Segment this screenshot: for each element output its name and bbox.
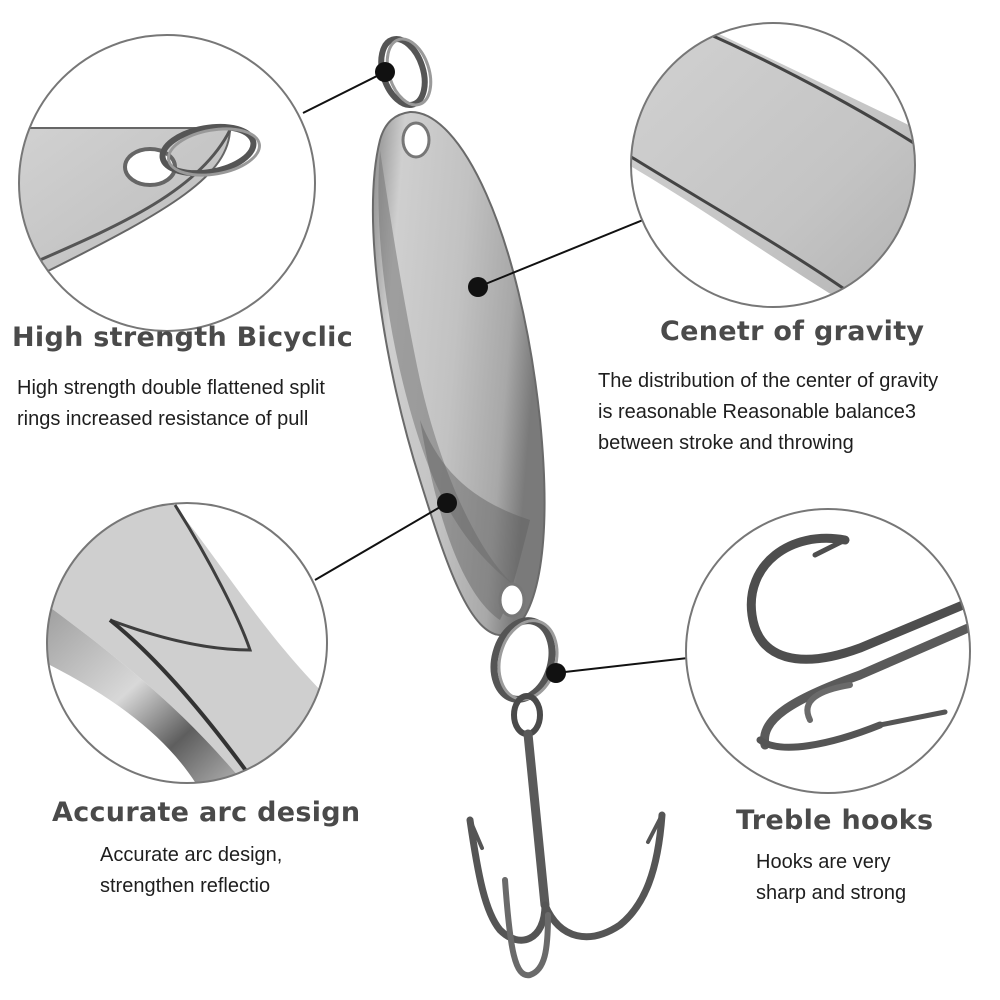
lure [371, 36, 666, 979]
feature-desc-line: High strength double flattened split [17, 377, 325, 399]
feature-desc-treble-hooks: Hooks are very sharp and strong [756, 847, 906, 909]
detail-circle-treble-hooks [685, 508, 971, 794]
feature-desc-line: Accurate arc design, [100, 844, 283, 866]
pointer-lines [302, 71, 689, 674]
feature-title-split-ring: High strength Bicyclic [12, 322, 354, 353]
feature-title-arc-design: Accurate arc design [52, 797, 361, 828]
detail-circle-center-of-gravity [630, 22, 916, 308]
feature-title-treble-hooks: Treble hooks [736, 805, 934, 836]
feature-desc-split-ring: High strength double flattened split rin… [17, 373, 325, 435]
feature-title-center-of-gravity: Cenetr of gravity [660, 316, 925, 347]
feature-desc-line: is reasonable Reasonable balance3 [598, 401, 917, 423]
pointer-dots [375, 62, 566, 683]
feature-desc-line: Hooks are very [756, 851, 891, 873]
feature-desc-line: between stroke and throwing [598, 432, 854, 454]
feature-desc-line: The distribution of the center of gravit… [598, 370, 939, 392]
feature-desc-line: rings increased resistance of pull [17, 408, 309, 430]
detail-circle-split-ring [18, 34, 316, 332]
feature-desc-arc-design: Accurate arc design, strengthen reflecti… [100, 840, 282, 902]
feature-desc-center-of-gravity: The distribution of the center of gravit… [598, 366, 938, 459]
feature-desc-line: sharp and strong [756, 882, 907, 904]
detail-circle-arc-design [46, 502, 328, 784]
feature-desc-line: strengthen reflectio [100, 875, 271, 897]
treble-hook [466, 693, 666, 979]
spoon-body [371, 110, 546, 637]
